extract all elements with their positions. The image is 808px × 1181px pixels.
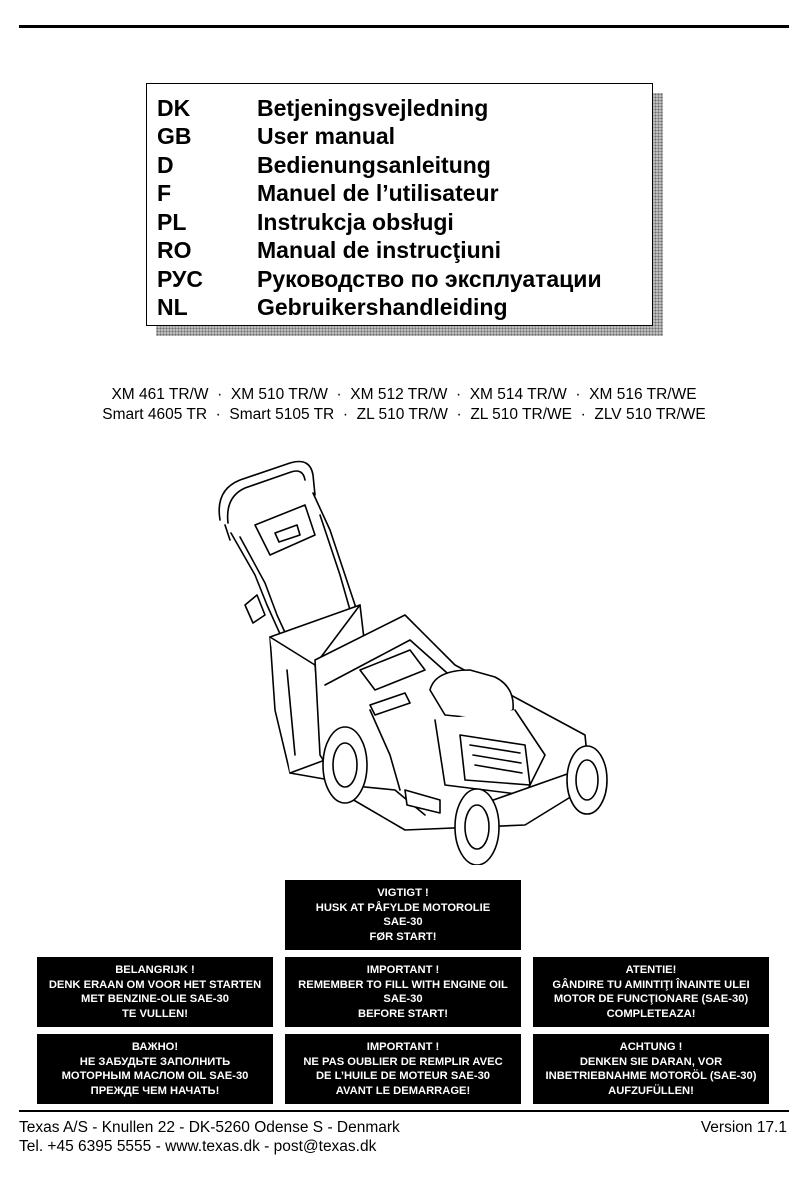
warning-line: МОТОРНЫМ МАСЛОМ OIL SAE-30 xyxy=(61,1070,249,1082)
warning-line: SAE-30 xyxy=(383,993,423,1005)
warning-fr: IMPORTANT ! NE PAS OUBLIER DE REMPLIR AV… xyxy=(285,1034,521,1104)
warning-line: GÂNDIRE TU AMINTIŢI ÎNAINTE ULEI xyxy=(552,978,750,991)
warning-line: INBETRIEBNAHME MOTORÖL (SAE-30) xyxy=(545,1070,757,1082)
warning-dk: VIGTIGT ! HUSK AT PÅFYLDE MOTOROLIE SAE-… xyxy=(285,880,521,950)
warning-line: COMPLETEAZA! xyxy=(606,1007,696,1020)
lawn-mower-illustration xyxy=(218,460,608,865)
manual-title: Gebruikershandleiding xyxy=(257,294,508,321)
language-list: DK Betjeningsvejledning GB User manual D Be… xyxy=(146,83,653,326)
warning-line: DENK ERAAN OM VOOR HET STARTEN xyxy=(48,978,262,991)
language-code: RO xyxy=(157,237,192,264)
warning-line: ACHTUNG ! xyxy=(619,1041,683,1053)
language-row: D Bedienungsanleitung xyxy=(157,151,652,180)
warning-line: AVANT LE DEMARRAGE! xyxy=(335,1084,471,1097)
language-row: DK Betjeningsvejledning xyxy=(157,94,652,123)
warning-line: MOTOR DE FUNCŢIONARE (SAE-30) xyxy=(553,993,749,1005)
warning-ru: ВАЖНО! НЕ ЗАБУДЬТЕ ЗАПОЛНИТЬ МОТОРНЫМ МА… xyxy=(37,1034,273,1104)
warning-line: ПРЕЖДЕ ЧЕМ НАЧАТЬ! xyxy=(90,1084,220,1097)
warning-nl: BELANGRIJK ! DENK ERAAN OM VOOR HET STAR… xyxy=(37,957,273,1027)
manual-title: Manual de instrucţiuni xyxy=(257,237,502,264)
model-line: Smart 4605 TR · Smart 5105 TR · ZL 510 T… xyxy=(102,406,706,423)
manual-title: Betjeningsvejledning xyxy=(257,94,489,121)
language-code: NL xyxy=(157,294,188,321)
language-title-panel: DK Betjeningsvejledning GB User manual D Be… xyxy=(146,83,663,336)
language-row: NL Gebruikershandleiding xyxy=(157,294,652,323)
model-line: XM 461 TR/W · XM 510 TR/W · XM 512 TR/W … xyxy=(111,386,697,403)
warning-line: НЕ ЗАБУДЬТЕ ЗАПОЛНИТЬ xyxy=(79,1055,231,1068)
warning-line: MET BENZINE-OLIE SAE-30 xyxy=(81,993,229,1005)
warning-line: BELANGRIJK ! xyxy=(115,964,195,976)
warning-gb: IMPORTANT ! REMEMBER TO FILL WITH ENGINE… xyxy=(285,957,521,1027)
warning-line: ATENTIE! xyxy=(625,964,677,976)
footer-contact: Tel. +45 6395 5555 - www.texas.dk - post… xyxy=(19,1138,377,1155)
warning-line: FØR START! xyxy=(369,930,437,943)
warning-line: VIGTIGT ! xyxy=(377,887,429,899)
warning-line: TE VULLEN! xyxy=(122,1007,188,1020)
manual-title: Manuel de l’utilisateur xyxy=(257,180,499,207)
warning-line: HUSK AT PÅFYLDE MOTOROLIE xyxy=(315,901,491,914)
language-row: РУС Руководство по эксплуатации xyxy=(157,265,652,294)
manual-title: Bedienungsanleitung xyxy=(257,151,491,178)
model-list: XM 461 TR/W · XM 510 TR/W · XM 512 TR/W … xyxy=(0,385,808,425)
language-code: D xyxy=(157,151,174,178)
warning-line: IMPORTANT ! xyxy=(366,1041,440,1053)
language-code: PL xyxy=(157,208,187,235)
manual-title: Instrukcja obsługi xyxy=(257,208,454,235)
manual-title: Руководство по эксплуатации xyxy=(257,265,602,292)
top-rule xyxy=(19,25,789,28)
warning-line: IMPORTANT ! xyxy=(366,964,440,976)
warning-line: BEFORE START! xyxy=(358,1007,448,1020)
warning-line: ВАЖНО! xyxy=(131,1041,179,1053)
language-row: PL Instrukcja obsługi xyxy=(157,208,652,237)
warning-line: NE PAS OUBLIER DE REMPLIR AVEC xyxy=(303,1055,503,1068)
warning-line: DENKEN SIE DARAN, VOR xyxy=(579,1055,723,1068)
bottom-rule xyxy=(19,1110,789,1112)
language-code: GB xyxy=(157,123,192,150)
language-code: DK xyxy=(157,94,191,121)
warning-ro: ATENTIE! GÂNDIRE TU AMINTIŢI ÎNAINTE ULE… xyxy=(533,957,769,1027)
manual-title: User manual xyxy=(257,123,396,150)
language-code: РУС xyxy=(157,265,203,292)
warning-line: DE L’HUILE DE MOTEUR SAE-30 xyxy=(315,1070,491,1082)
language-row: RO Manual de instrucţiuni xyxy=(157,237,652,266)
version-label: Version 17.1 xyxy=(700,1119,787,1136)
language-row: GB User manual xyxy=(157,123,652,152)
warning-line: REMEMBER TO FILL WITH ENGINE OIL xyxy=(298,978,508,991)
warning-line: SAE-30 xyxy=(383,916,423,928)
warning-de: ACHTUNG ! DENKEN SIE DARAN, VOR INBETRIE… xyxy=(533,1034,769,1104)
language-row: F Manuel de l’utilisateur xyxy=(157,180,652,209)
warning-line: AUFZUFÜLLEN! xyxy=(608,1084,694,1097)
language-code: F xyxy=(157,180,172,207)
footer-address: Texas A/S - Knullen 22 - DK-5260 Odense … xyxy=(19,1119,400,1136)
